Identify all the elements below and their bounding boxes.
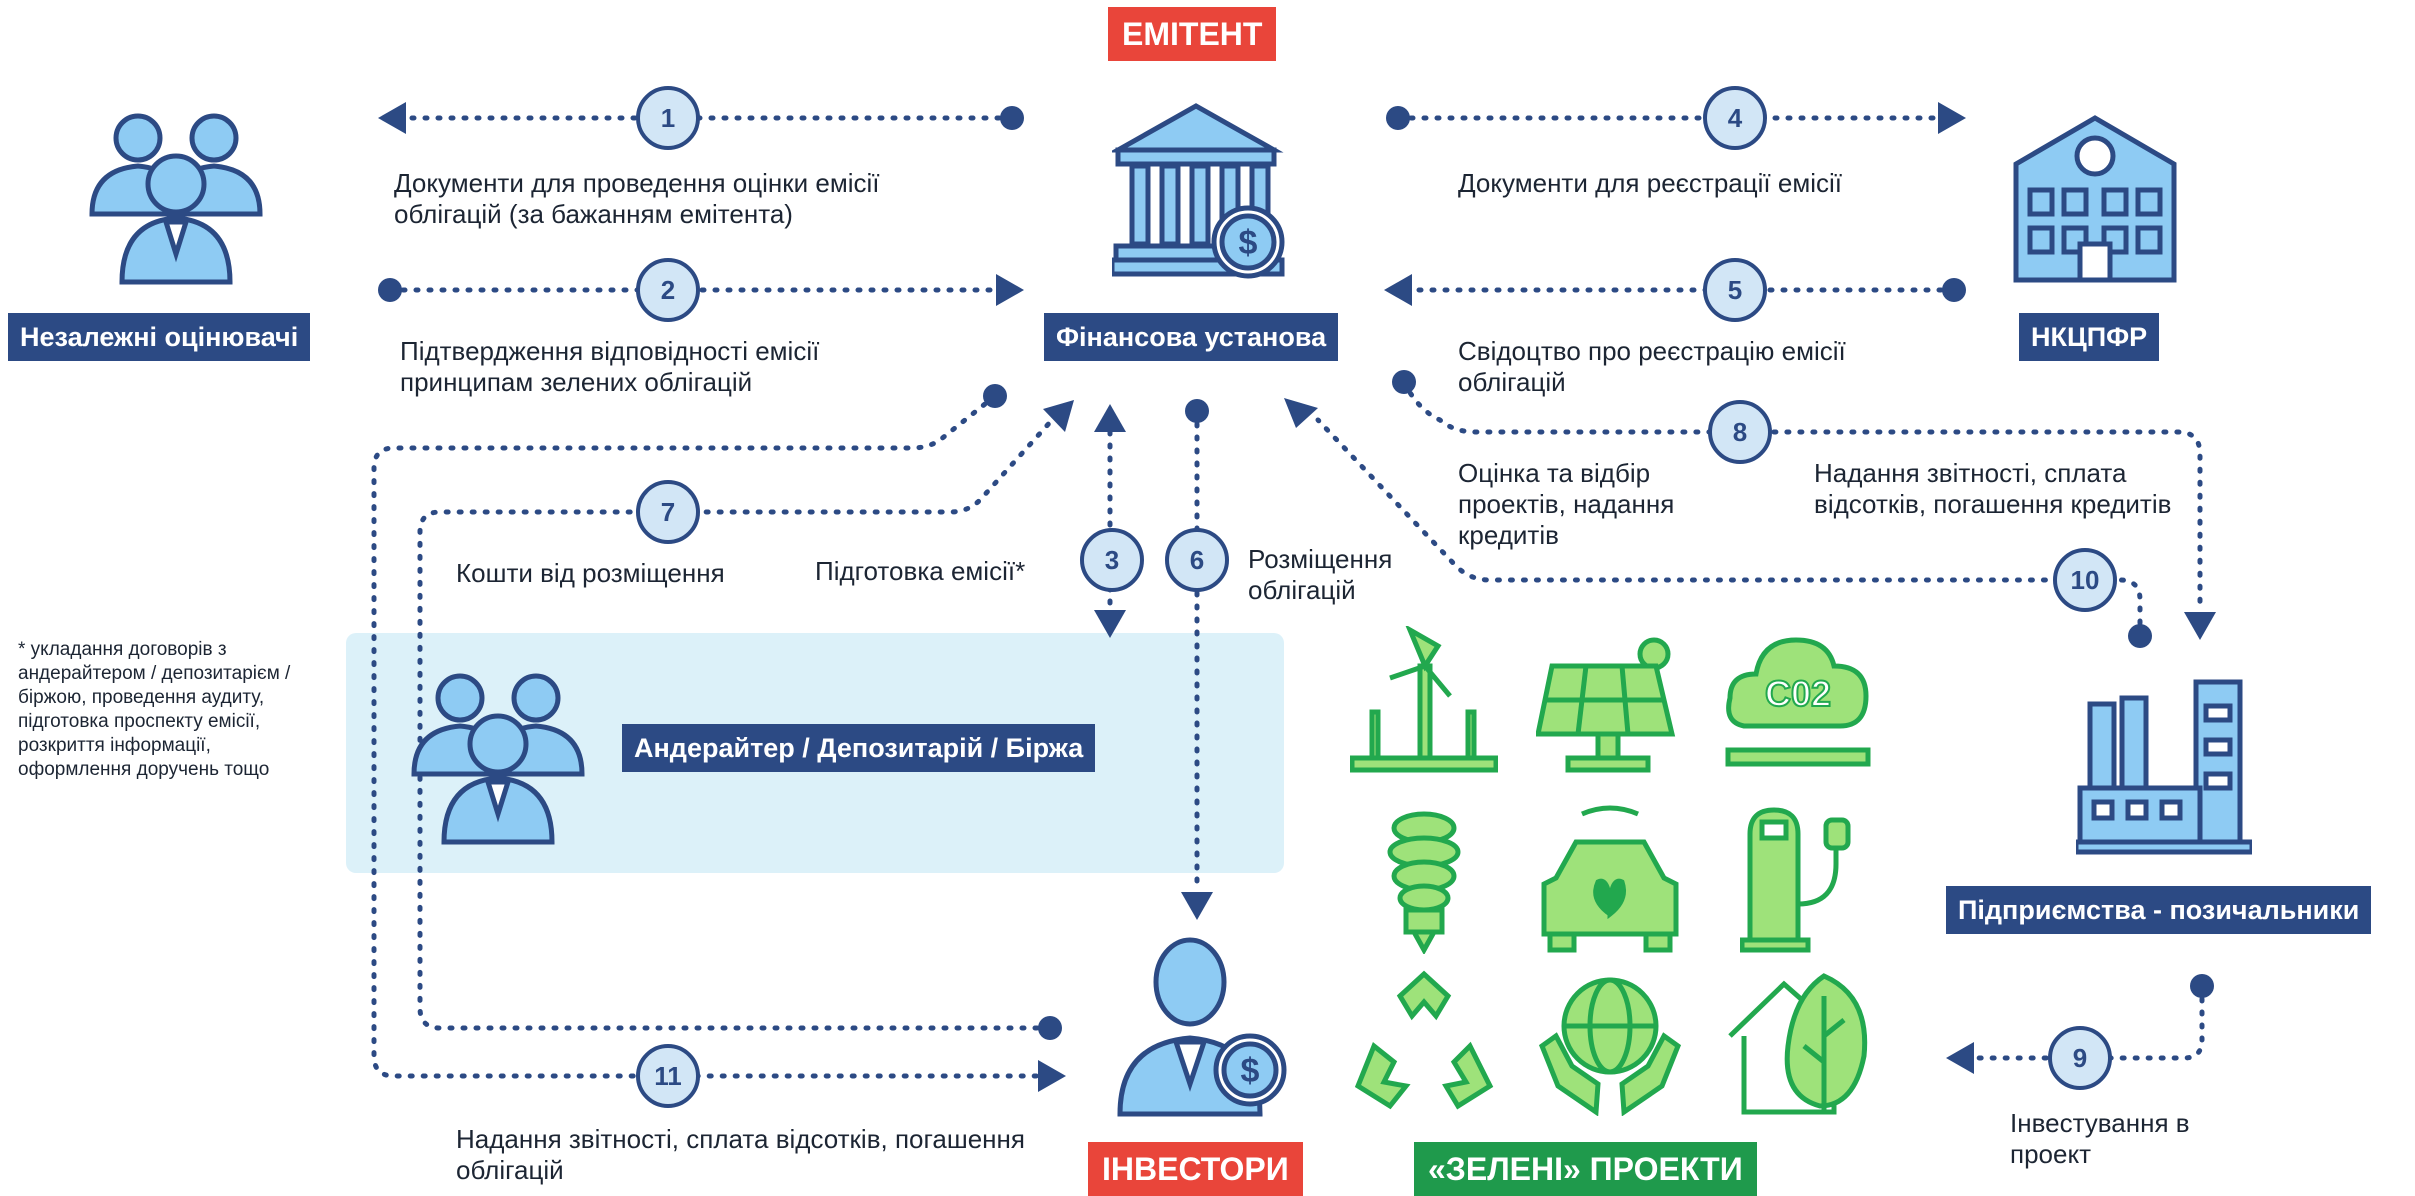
electric-car-icon (1541, 805, 1679, 953)
svg-text:7: 7 (661, 497, 675, 527)
financial-institution-label: Фінансова установа (1044, 313, 1339, 361)
svg-text:6: 6 (1190, 545, 1204, 575)
footnote: * укладання договорів з андерайтером / д… (18, 639, 291, 780)
investors-header: ІНВЕСТОРИ (1088, 1142, 1303, 1196)
globe-hands-icon (1538, 977, 1682, 1116)
step-10-badge: 10 (2053, 548, 2117, 612)
step-6-badge: 6 (1165, 528, 1229, 592)
issuer-header: ЕМІТЕНТ (1108, 7, 1277, 61)
regulator-label: НКЦПФР (2019, 313, 2160, 361)
svg-text:11: 11 (654, 1061, 682, 1091)
step-7-badge: 7 (636, 480, 700, 544)
green-icons-grid: C02 (1340, 618, 1900, 1118)
step-8b-text: Надання звітності, сплата відсотків, пог… (1814, 458, 2172, 519)
eco-house-icon (1728, 973, 1868, 1115)
wind-turbines-icon (1350, 626, 1498, 773)
svg-text:8: 8 (1733, 417, 1747, 447)
step-3-badge: 3 (1080, 528, 1144, 592)
step-1-text: Документи для проведення оцінки емісії о… (394, 168, 880, 229)
green-projects-header: «ЗЕЛЕНІ» ПРОЕКТИ (1414, 1142, 1757, 1196)
step-5-badge: 5 (1703, 258, 1767, 322)
svg-text:10: 10 (2071, 565, 2100, 595)
recycle-icon (1354, 970, 1494, 1110)
svg-text:$: $ (1239, 224, 1258, 262)
svg-text:4: 4 (1728, 103, 1743, 133)
step-2-text: Підтвердження відповідності емісії принц… (400, 336, 820, 397)
step-9-text: Інвестування в проект (2010, 1108, 2190, 1169)
bank-dollar-icon: $ (1112, 103, 1285, 279)
svg-text:2: 2 (661, 275, 675, 305)
step-5-text: Свідоцтво про реєстрацію емісії облігаці… (1458, 336, 1846, 397)
ev-charger-icon (1740, 807, 1851, 953)
eco-bulb-icon (1387, 811, 1461, 954)
borrowers-label: Підприємства - позичальники (1946, 886, 2372, 934)
people-group-icon (411, 673, 585, 845)
assessors-label: Незалежні оцінювачі (8, 313, 311, 361)
step-9-badge: 9 (2048, 1026, 2112, 1090)
step-3-text: Підготовка емісії* (815, 556, 1026, 586)
people-group-icon (89, 113, 263, 285)
svg-text:1: 1 (661, 103, 675, 133)
step-6-text: Розміщення облігацій (1248, 544, 1393, 605)
government-building-icon (2013, 115, 2177, 283)
svg-text:5: 5 (1728, 275, 1742, 305)
step-8-badge: 8 (1708, 400, 1772, 464)
step-1-badge: 1 (636, 86, 700, 150)
step-4-badge: 4 (1703, 86, 1767, 150)
svg-text:C02: C02 (1765, 673, 1831, 714)
factory-icon (2076, 679, 2252, 855)
step-11-text: Надання звітності, сплата відсотків, пог… (456, 1124, 1025, 1185)
step-4-text: Документи для реєстрації емісії (1458, 168, 1842, 198)
step-8a-text: Оцінка та відбір проектів, надання креди… (1458, 458, 1675, 550)
solar-panel-icon (1536, 637, 1676, 773)
step-11-badge: 11 (636, 1044, 700, 1108)
investor-dollar-icon: $ (1117, 937, 1287, 1117)
intermediaries-label: Андерайтер / Депозитарій / Біржа (622, 724, 1096, 772)
svg-text:$: $ (1241, 1052, 1260, 1090)
svg-text:9: 9 (2073, 1043, 2087, 1073)
step-2-badge: 2 (636, 258, 700, 322)
step-7-text: Кошти від розміщення (456, 558, 725, 588)
svg-text:3: 3 (1105, 545, 1119, 575)
co2-cloud-icon: C02 (1725, 637, 1871, 767)
